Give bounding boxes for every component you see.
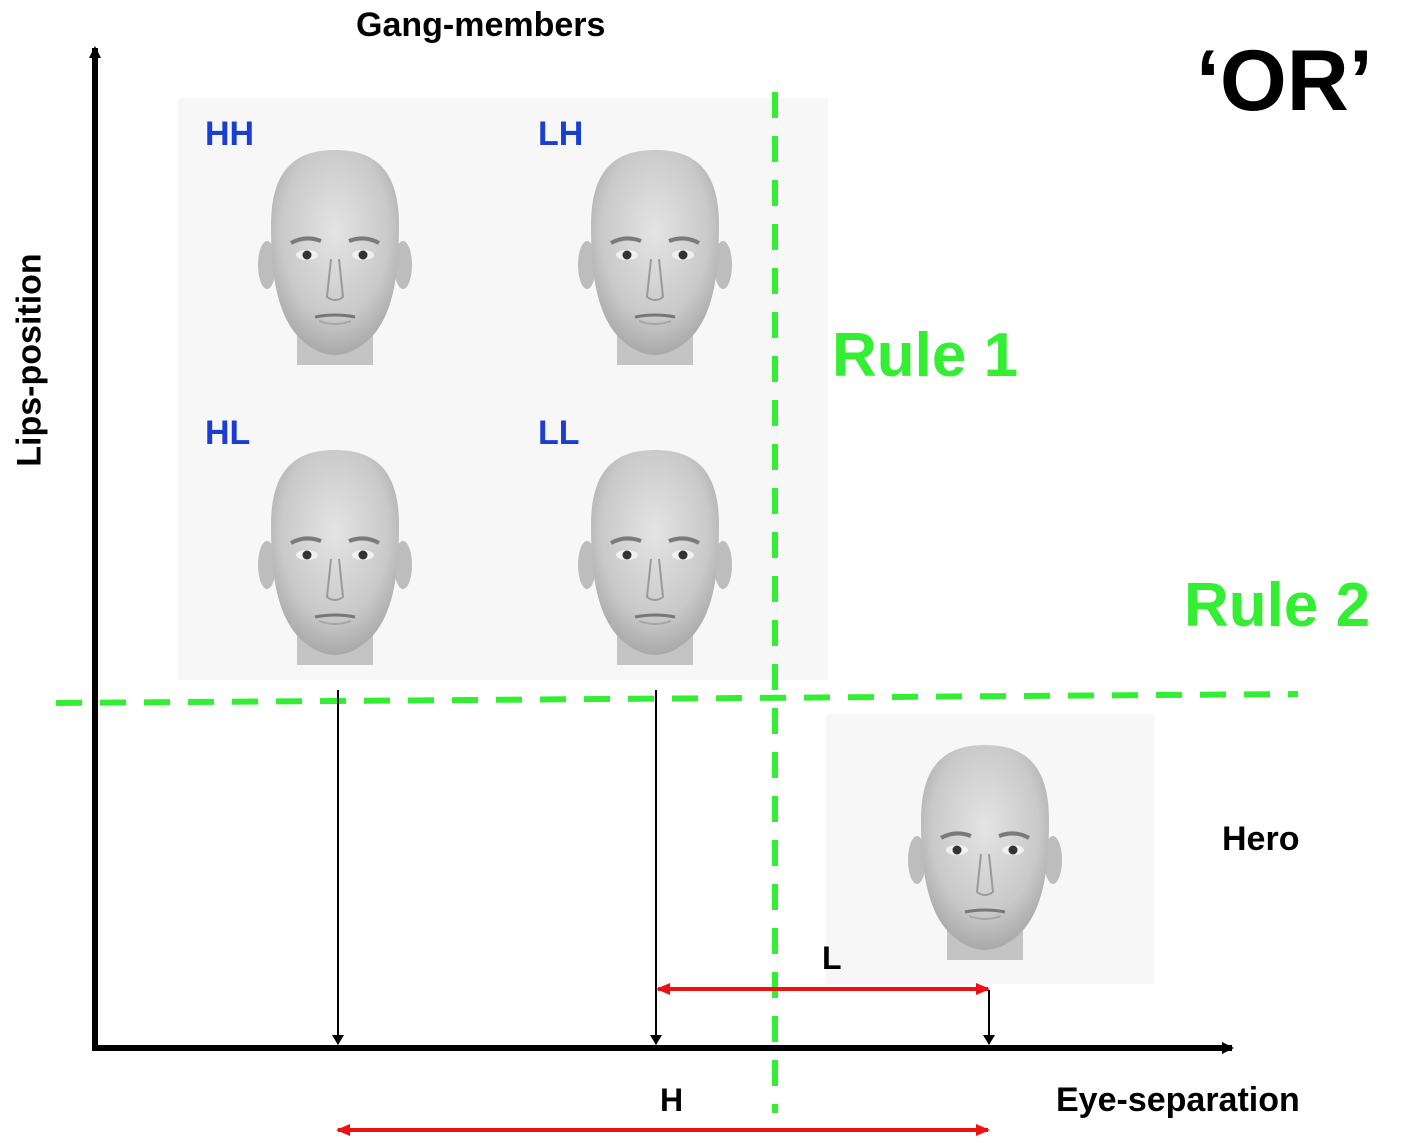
x-axis-label: Eye-separation — [1056, 1081, 1300, 1119]
face-label-hh: HH — [205, 115, 255, 153]
face-label-lh: LH — [538, 115, 584, 153]
rule-1-label: Rule 1 — [832, 321, 1019, 390]
diagram-title: Gang-members — [356, 6, 606, 44]
hero-label: Hero — [1222, 820, 1300, 858]
rule-2-line — [55, 691, 1299, 706]
y-axis-label: Lips-position — [10, 253, 49, 467]
or-label: ‘OR’ — [1196, 33, 1373, 129]
face-label-ll: LL — [538, 414, 580, 452]
distance-label-h: H — [660, 1082, 684, 1118]
face-label-hl: HL — [205, 414, 251, 452]
gang-face-panel — [178, 98, 828, 680]
distance-label-l: L — [822, 940, 842, 976]
rule-2-label: Rule 2 — [1184, 571, 1371, 640]
